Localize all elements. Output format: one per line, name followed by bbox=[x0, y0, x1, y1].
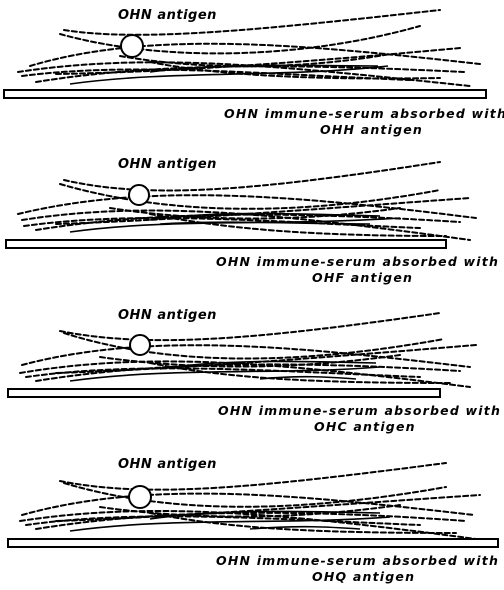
serum-label: OHN immune-serum absorbed with OHC antig… bbox=[218, 403, 501, 435]
serum-label-line2: OHH antigen bbox=[224, 122, 504, 138]
serum-label: OHN immune-serum absorbed with OHF antig… bbox=[216, 254, 499, 286]
serum-label-line2: OHC antigen bbox=[218, 419, 501, 435]
serum-label: OHN immune-serum absorbed with OHH antig… bbox=[224, 106, 504, 138]
serum-label-line1: OHN immune-serum absorbed with bbox=[216, 553, 499, 569]
serum-label: OHN immune-serum absorbed with OHQ antig… bbox=[216, 553, 499, 585]
serum-label-line1: OHN immune-serum absorbed with bbox=[224, 106, 504, 122]
panel-4: OHN antigen OHN immune-serum bbox=[0, 443, 504, 590]
gel-trough bbox=[4, 90, 486, 98]
panel-1: OHN antigen OHN immune-serum absorbed bbox=[0, 0, 504, 147]
serum-label-line1: OHN immune-serum absorbed with bbox=[218, 403, 501, 419]
gel-trough bbox=[6, 240, 446, 248]
antigen-well bbox=[121, 35, 143, 57]
gel-trough bbox=[8, 389, 440, 397]
panel-2: OHN antigen OHN immune-serum bbox=[0, 150, 504, 297]
serum-label-line2: OHQ antigen bbox=[216, 569, 499, 585]
gel-trough bbox=[8, 539, 498, 547]
serum-label-line2: OHF antigen bbox=[216, 270, 499, 286]
panel-3: OHN antigen OHN immune-serum bbox=[0, 297, 504, 444]
antigen-well bbox=[129, 185, 149, 205]
antigen-well bbox=[129, 486, 151, 508]
serum-label-line1: OHN immune-serum absorbed with bbox=[216, 254, 499, 270]
antigen-well bbox=[130, 335, 150, 355]
